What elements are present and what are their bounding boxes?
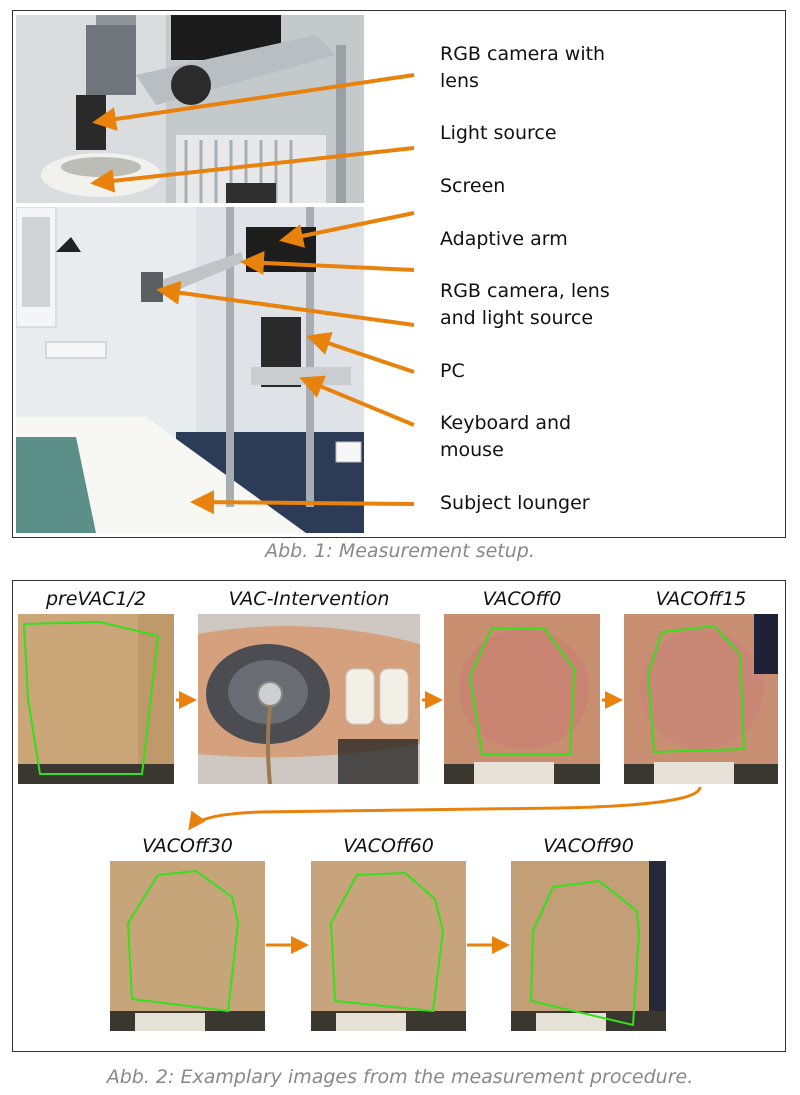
panel-image-vacoff15 xyxy=(624,614,778,784)
label-screen: Screen xyxy=(440,175,506,197)
panel-title-prevac: preVAC1/2 xyxy=(45,588,147,610)
arrow-rgb-camera xyxy=(92,73,415,131)
label-light-source: Light source xyxy=(440,122,557,144)
arrow-light-source xyxy=(90,146,415,193)
panel-image-vacoff30 xyxy=(110,861,265,1031)
panel-image-vacoff0 xyxy=(444,614,600,784)
arrow-camera-lens-light xyxy=(156,280,415,327)
panel-title-vacoff90: VACOff90 xyxy=(543,835,634,857)
panel-image-vacoff90 xyxy=(511,861,666,1031)
panel-image-vac-intervention xyxy=(198,614,420,784)
label-rgb-camera-lens-light: RGB camera, lens and light source xyxy=(440,280,610,329)
label-subject-lounger: Subject lounger xyxy=(440,492,590,514)
label-pc: PC xyxy=(440,360,465,382)
flow-arrow-wrap xyxy=(188,786,702,831)
panel-title-vacoff15: VACOff15 xyxy=(655,588,747,610)
arrow-lounger xyxy=(190,490,415,515)
arrow-adaptive-arm xyxy=(240,250,415,275)
panel-image-prevac xyxy=(18,614,174,784)
arrow-keyboard xyxy=(299,375,415,427)
figure-1-caption: Abb. 1: Measurement setup. xyxy=(265,540,535,562)
label-keyboard-and-mouse: Keyboard and mouse xyxy=(440,412,572,461)
figure-2-caption: Abb. 2: Examplary images from the measur… xyxy=(106,1066,694,1088)
label-adaptive-arm: Adaptive arm xyxy=(440,228,568,250)
figure-1-arrows xyxy=(90,73,415,515)
panel-title-vacoff30: VACOff30 xyxy=(142,835,233,857)
panel-title-vacoff60: VACOff60 xyxy=(343,835,434,857)
camera-photo xyxy=(16,15,364,203)
panel-title-vacoff0: VACOff0 xyxy=(482,588,562,610)
arrow-screen xyxy=(279,211,415,248)
panel-title-vac-intervention: VAC-Intervention xyxy=(228,588,390,610)
arrow-pc xyxy=(306,332,415,374)
panel-image-vacoff60 xyxy=(311,861,466,1031)
label-rgb-camera-with-lens: RGB camera with lens xyxy=(440,43,606,92)
